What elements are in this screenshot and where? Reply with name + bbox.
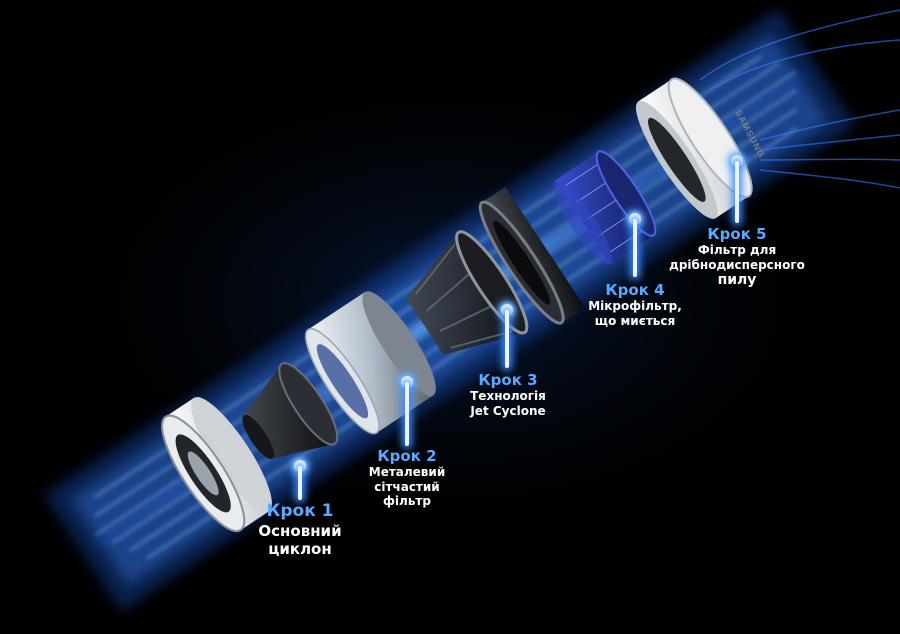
step4-callout: Крок 4 Мікрофільтр, що миється [578,281,692,328]
step2-desc-line3: фільтр [383,494,431,509]
washable-microfilter-part [553,150,657,265]
fine-dust-filter-part [635,77,753,219]
step5-desc-line2: дрібнодисперсного [669,257,805,272]
step3-pin-line [505,310,509,368]
step2-desc-line2: сітчастий [374,479,440,494]
step5-desc-line1: Фільтр для [697,243,777,258]
step3-desc-line1: Технологія [470,389,546,404]
step2-callout: Крок 2 Металевий сітчастий фільтр [352,447,462,509]
step4-desc-line2: що миється [594,313,676,328]
step1-desc-line1: Основний [258,521,342,540]
step5-callout: Крок 5 Фільтр для дрібнодисперсного пилу [662,225,812,289]
step4-title: Крок 4 [605,281,665,299]
step3-desc-line2: Jet Cyclone [470,403,546,418]
step2-desc-line1: Металевий [368,465,446,480]
step1-desc-line2: циклон [268,539,332,558]
step1-callout: Крок 1 Основний циклон [240,501,360,558]
main-cyclone-part [161,397,272,533]
step2-title: Крок 2 [377,447,437,465]
step3-callout: Крок 3 Технологія Jet Cyclone [452,371,564,418]
step1-pin-line [298,466,302,500]
step4-desc-line1: Мікрофільтр, [588,299,682,314]
step5-pin-line [735,161,739,223]
cyclone-cone-part [242,362,339,460]
step5-title: Крок 5 [707,225,767,243]
step5-desc-line3: пилу [717,272,757,289]
step3-title: Крок 3 [478,371,538,389]
step4-pin-line [633,219,637,277]
step2-pin-line [405,382,409,446]
exhaust-airflow [699,9,900,189]
airflow-stream [44,8,856,612]
jet-cyclone-ring [478,187,585,325]
metal-mesh-filter-part [304,291,436,435]
step1-title: Крок 1 [266,501,334,521]
